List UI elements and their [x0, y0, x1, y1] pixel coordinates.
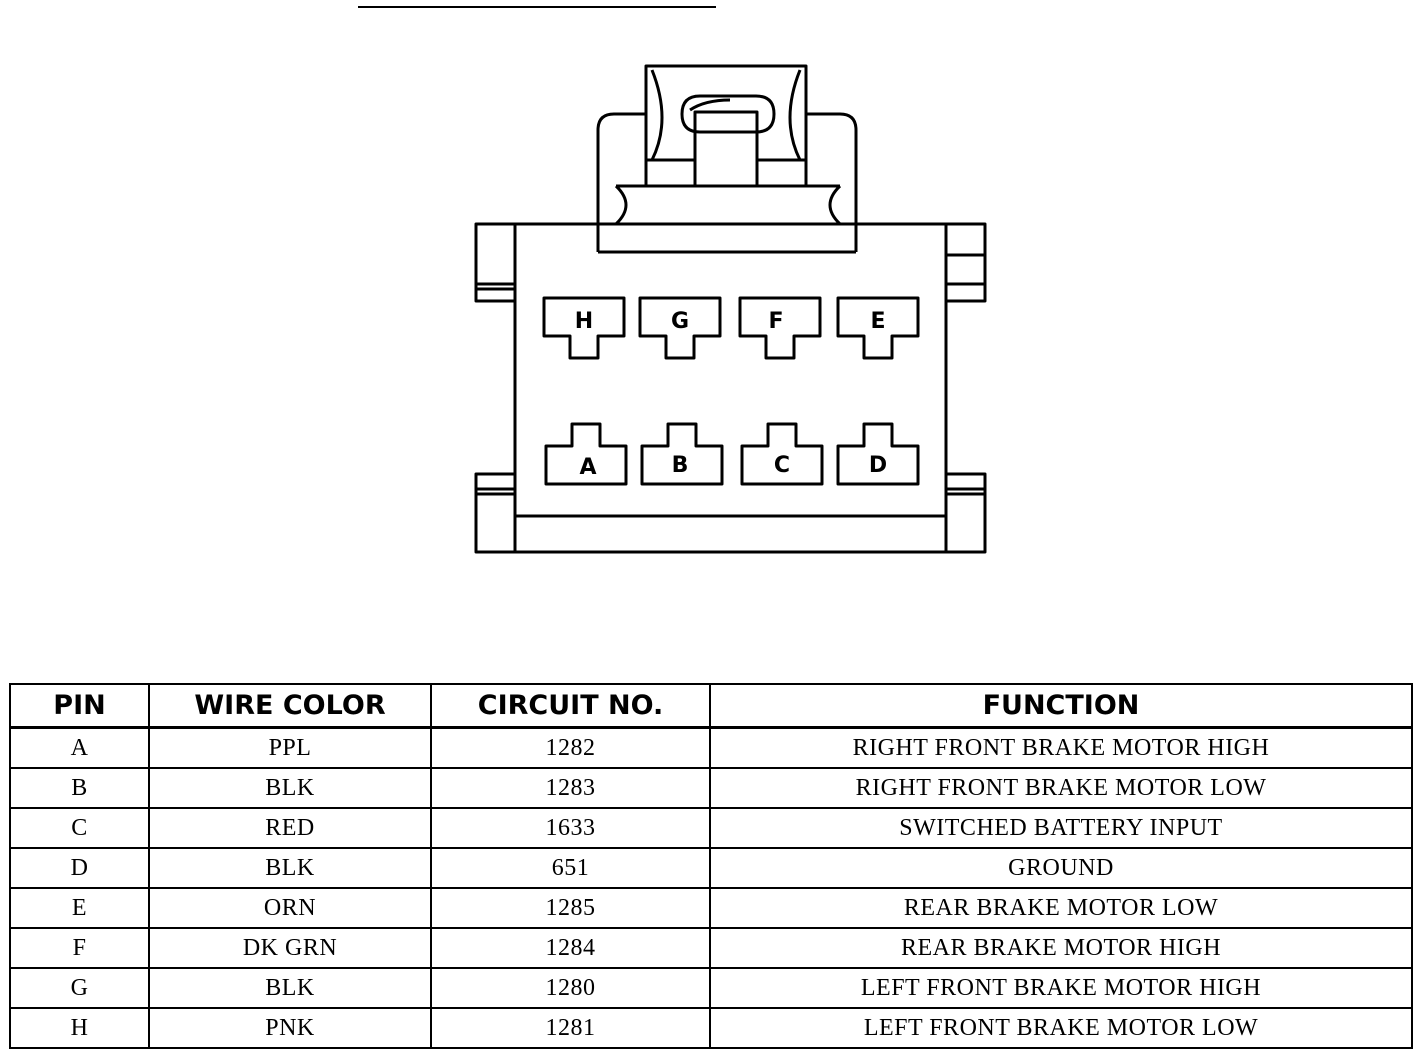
table-row: D BLK 651 GROUND: [9, 847, 1413, 889]
cell-pin: F: [9, 927, 150, 969]
pin-label-f: F: [768, 309, 783, 334]
pin-cavity-b: B: [640, 422, 724, 486]
cell-wire-color: PPL: [148, 726, 432, 769]
right-side-tabs: [944, 222, 987, 554]
locking-latch: [596, 64, 858, 254]
pin-label-c: C: [774, 453, 790, 478]
cell-function: REAR BRAKE MOTOR HIGH: [709, 927, 1413, 969]
pin-label-a: A: [579, 455, 596, 480]
cell-pin: E: [9, 887, 150, 929]
cell-wire-color: ORN: [148, 887, 432, 929]
cell-circuit-no: 1281: [430, 1007, 711, 1049]
connector-diagram: H G F E A B C D: [474, 64, 987, 554]
table-row: H PNK 1281 LEFT FRONT BRAKE MOTOR LOW: [9, 1007, 1413, 1049]
pin-cavity-g: G: [638, 296, 722, 360]
cell-pin: C: [9, 807, 150, 849]
cell-pin: G: [9, 967, 150, 1009]
pin-cavity-d: D: [836, 422, 920, 486]
table-row: B BLK 1283 RIGHT FRONT BRAKE MOTOR LOW: [9, 767, 1413, 809]
header-pin: PIN: [9, 683, 150, 729]
cell-pin: B: [9, 767, 150, 809]
left-side-tabs: [474, 222, 517, 554]
cell-function: LEFT FRONT BRAKE MOTOR LOW: [709, 1007, 1413, 1049]
cell-circuit-no: 1633: [430, 807, 711, 849]
cell-wire-color: RED: [148, 807, 432, 849]
pin-cavity-a: A: [544, 422, 628, 486]
header-circuit-no: CIRCUIT NO.: [430, 683, 711, 729]
cell-function: SWITCHED BATTERY INPUT: [709, 807, 1413, 849]
cell-function: GROUND: [709, 847, 1413, 889]
cell-circuit-no: 1284: [430, 927, 711, 969]
cell-wire-color: BLK: [148, 767, 432, 809]
header-function: FUNCTION: [709, 683, 1413, 729]
cell-function: REAR BRAKE MOTOR LOW: [709, 887, 1413, 929]
connector-body: [513, 222, 948, 554]
pin-label-h: H: [575, 309, 593, 334]
cell-wire-color: BLK: [148, 847, 432, 889]
pin-cavity-e: E: [836, 296, 920, 360]
top-rule: [358, 6, 716, 8]
cell-pin: A: [9, 726, 150, 769]
pin-cavity-h: H: [542, 296, 626, 360]
cell-function: LEFT FRONT BRAKE MOTOR HIGH: [709, 967, 1413, 1009]
cell-circuit-no: 1282: [430, 726, 711, 769]
cell-circuit-no: 1283: [430, 767, 711, 809]
table-row: F DK GRN 1284 REAR BRAKE MOTOR HIGH: [9, 927, 1413, 969]
pin-cavity-c: C: [740, 422, 824, 486]
cell-pin: H: [9, 1007, 150, 1049]
table-row: A PPL 1282 RIGHT FRONT BRAKE MOTOR HIGH: [9, 726, 1413, 769]
table-row: C RED 1633 SWITCHED BATTERY INPUT: [9, 807, 1413, 849]
header-wire-color: WIRE COLOR: [148, 683, 432, 729]
pin-cavity-f: F: [738, 296, 822, 360]
pin-label-g: G: [671, 309, 689, 334]
cell-wire-color: BLK: [148, 967, 432, 1009]
pin-assignment-table: PIN WIRE COLOR CIRCUIT NO. FUNCTION A PP…: [9, 683, 1413, 1049]
cell-function: RIGHT FRONT BRAKE MOTOR HIGH: [709, 726, 1413, 769]
table-row: G BLK 1280 LEFT FRONT BRAKE MOTOR HIGH: [9, 967, 1413, 1009]
cell-pin: D: [9, 847, 150, 889]
cell-circuit-no: 651: [430, 847, 711, 889]
table-header-row: PIN WIRE COLOR CIRCUIT NO. FUNCTION: [9, 683, 1413, 729]
pin-label-e: E: [870, 309, 885, 334]
cell-circuit-no: 1285: [430, 887, 711, 929]
cell-wire-color: PNK: [148, 1007, 432, 1049]
pin-label-b: B: [672, 453, 689, 478]
cell-circuit-no: 1280: [430, 967, 711, 1009]
table-row: E ORN 1285 REAR BRAKE MOTOR LOW: [9, 887, 1413, 929]
cell-wire-color: DK GRN: [148, 927, 432, 969]
pin-label-d: D: [869, 453, 887, 478]
cell-function: RIGHT FRONT BRAKE MOTOR LOW: [709, 767, 1413, 809]
